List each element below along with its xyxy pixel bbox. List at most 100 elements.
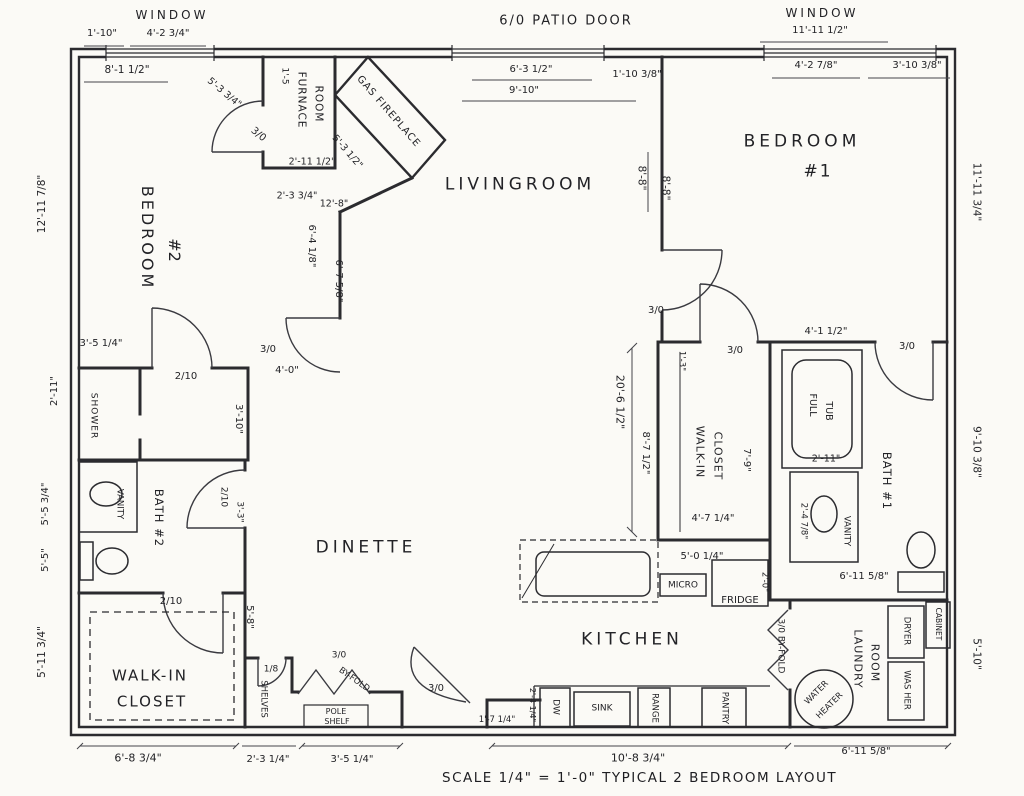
label-dim-1-3: 1'-3" [676, 350, 687, 372]
micro-box [659, 573, 707, 597]
door-kitchen-swing [410, 646, 471, 704]
label-water-heater-b: HEATER [814, 690, 846, 722]
cabinet-box [925, 601, 951, 649]
label-dim-20-6-1-2: 20'-6 1/2" [613, 374, 627, 430]
label-sink: SINK [591, 703, 613, 714]
dimension-line-marks [76, 41, 952, 750]
label-bath2: BATH #2 [151, 488, 166, 548]
label-dim-4-1-1-2: 4'-1 1/2" [804, 326, 848, 337]
label-door-bath2: 2/10 [218, 486, 229, 508]
toilet-tank-bath2 [79, 541, 94, 581]
door-closet-c-swing [699, 283, 759, 343]
counter-front-line [533, 685, 770, 727]
sink-bath1 [810, 495, 838, 533]
label-dim-8-7-1-2: 8'-7 1/2" [640, 431, 651, 475]
windows [105, 45, 937, 61]
label-door-bedroom2: 2/10 [174, 371, 198, 382]
outer-wall-outline [69, 47, 957, 737]
label-dim-2-3-3-4: 2'-3 3/4" [276, 190, 318, 202]
label-water-heater-a: WATER [802, 678, 831, 707]
label-dim-6-11-5-8-bath: 6'-11 5/8" [839, 571, 889, 582]
label-bath1: BATH #1 [879, 451, 894, 511]
sink-box [573, 691, 631, 727]
label-bedroom2-a: BEDROOM [138, 185, 157, 291]
label-dim-5-3-1-2: 5'-3 1/2" [329, 132, 365, 171]
label-dim-8-8-a: 8'-8" [635, 165, 648, 191]
label-by-fold-shelf: BY-FOLD [336, 665, 372, 695]
toilet-bowl-bath1 [906, 531, 936, 569]
toilet-bowl-bath2 [95, 547, 129, 575]
label-laundry-a: LAUNDRY [851, 629, 865, 689]
label-dim-6-4-1-8: 6'-4 1/8" [306, 224, 317, 268]
label-range: RANGE [649, 693, 660, 723]
label-patio-door: 6/0 PATIO DOOR [499, 13, 633, 29]
label-door-kitchen: 3/0 [427, 683, 445, 694]
label-door-closet-bl: 2/10 [159, 596, 183, 607]
label-dim-7-9: 7'-9" [741, 448, 752, 472]
label-dim-5-10: 5'-10" [970, 638, 983, 670]
door-closet-bl-swing [162, 592, 224, 654]
fridge-box [711, 559, 769, 607]
label-gas-fireplace: GAS FIREPLACE [354, 73, 423, 150]
gas-fireplace-unit [333, 55, 447, 180]
scale-note: SCALE 1/4" = 1'-0" TYPICAL 2 BEDROOM LAY… [442, 770, 838, 786]
closet-shelving-dashed [89, 611, 235, 721]
window-left-glass [105, 45, 215, 61]
window-right-glass [763, 45, 937, 61]
label-pole-shelf-b: SHELF [324, 717, 350, 726]
door-bedroom1-swing [661, 249, 723, 311]
label-walkin-c-b: CLOSET [711, 431, 725, 481]
label-vanity-bath2: VANITY [114, 488, 125, 520]
label-dim-window-left-b: 4'-2 3/4" [146, 28, 190, 39]
label-door-shelf-3-0: 3/0 [331, 650, 347, 661]
sink-bath2 [89, 481, 123, 507]
label-dim-4-0: 4'-0" [275, 365, 299, 376]
label-dw: DW [550, 699, 561, 715]
label-vanity-bath1: VANITY [841, 515, 852, 547]
label-kitchen: KITCHEN [581, 629, 683, 650]
vanity-bath2-counter [78, 461, 138, 533]
label-dim-2-4-7-8: 2'-4 7/8" [798, 502, 809, 540]
bifold-pole-shelf [297, 668, 371, 696]
label-dim-5-5-3-4: 5'-5 3/4" [40, 482, 51, 526]
label-dim-4-2-7-8: 4'-2 7/8" [794, 60, 838, 71]
label-dim-5-11-3-4: 5'-11 3/4" [35, 626, 48, 678]
bifold-laundry [767, 609, 789, 691]
door-furnace-swing [211, 100, 264, 153]
counter-diagonal [521, 543, 555, 599]
tub-inner [791, 359, 853, 459]
door-shelves-swing [257, 657, 287, 687]
label-dryer: DRYER [901, 616, 912, 646]
label-livingroom: LIVINGROOM [444, 174, 596, 195]
label-dim-2-11-1-2: 2'-11 1/2" [288, 156, 336, 168]
doors [151, 100, 934, 704]
label-dim-1-7-1-4: 1'-7 1/4" [478, 714, 516, 725]
label-dim-3-3: 3'-3" [234, 501, 245, 523]
label-dim-5-0-1-4: 5'-0 1/4" [680, 551, 724, 562]
label-walkin-bl-b: CLOSET [116, 692, 188, 711]
label-dim-1-5: 1'-5 [279, 67, 290, 85]
range-box [637, 687, 671, 728]
label-dim-10-8-3-4: 10'-8 3/4" [610, 751, 666, 765]
door-bath1-swing [874, 341, 934, 401]
label-door-bath1: 3/0 [898, 341, 916, 352]
label-dim-2-11-tub: 2'-11" [811, 453, 841, 465]
label-dim-2-11-shower: 2'-11" [49, 375, 60, 407]
label-washer: WAS HER [901, 670, 912, 710]
label-dim-5-5: 5'-5" [40, 548, 51, 572]
label-door-bedroom1: 3/0 [647, 305, 665, 316]
vanity-bath1-counter [789, 471, 859, 563]
label-dim-window-right: 11'-11 1/2" [792, 25, 848, 36]
tub-outer [781, 349, 863, 469]
label-dim-2-4-1-4: 2'-4 1/4" [528, 687, 537, 723]
fixtures [78, 349, 951, 729]
label-shelves: SHELVES [258, 680, 269, 718]
label-furnace-room-b: ROOM [312, 85, 325, 123]
label-door-hall-3-0: 3/0 [259, 344, 277, 355]
label-dim-6-11-5-8-b: 6'-11 5/8" [841, 746, 891, 757]
label-dim-11-11-3-4: 11'-11 3/4" [970, 162, 983, 222]
label-full-tub-b: TUB [822, 401, 834, 421]
label-dim-12-11-7-8: 12'-11 7/8" [35, 174, 48, 234]
